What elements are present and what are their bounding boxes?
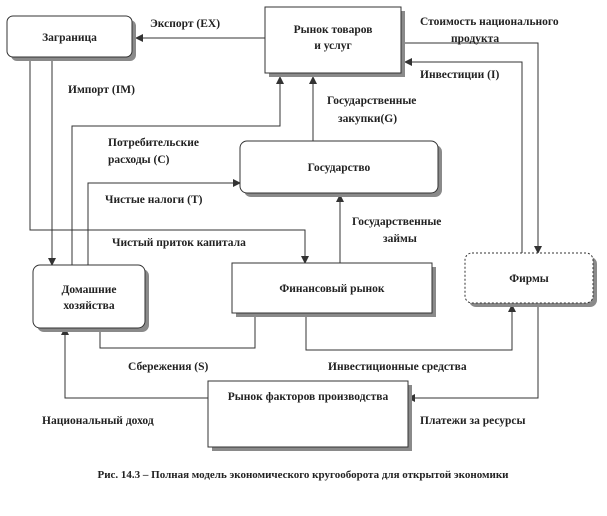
investment-label: Инвестиции (I): [420, 69, 499, 81]
node-factor-market: Рынок факторов производства: [207, 380, 412, 451]
node-households: Домашние хозяйства: [32, 264, 149, 332]
node-goods-market-label-2: и услуг: [314, 40, 351, 52]
node-government: Государство: [239, 140, 442, 197]
government-loans-label-2: займы: [383, 233, 417, 245]
node-goods-market-label-1: Рынок товаров: [294, 24, 373, 36]
import-label: Импорт (IM): [68, 84, 135, 96]
net-capital-inflow-label: Чистый приток капитала: [112, 237, 246, 249]
node-households-label-1: Домашние: [61, 284, 116, 296]
node-abroad: Заграница: [6, 15, 136, 61]
node-financial-market-label: Финансовый рынок: [279, 283, 385, 295]
consumer-spending-label-1: Потребительские: [108, 137, 199, 149]
node-abroad-label: Заграница: [42, 32, 97, 44]
consumer-spending-arrow: [71, 76, 284, 265]
government-purchases-label-2: закупки(G): [338, 113, 397, 125]
node-households-label-2: хозяйства: [63, 300, 114, 312]
investment-funds-arrow: [305, 304, 516, 351]
national-product-arrow: [405, 42, 542, 254]
government-purchases-label-1: Государственные: [327, 95, 416, 107]
national-product-label-2: продукта: [451, 33, 499, 45]
consumer-spending-label-2: расходы (C): [108, 154, 170, 166]
net-taxes-label: Чистые налоги (T): [105, 194, 203, 206]
export-label: Экспорт (EX): [150, 18, 220, 30]
node-factor-market-label: Рынок факторов производства: [228, 391, 389, 403]
node-goods-market: Рынок товаров и услуг: [264, 6, 405, 77]
national-income-label: Национальный доход: [42, 415, 154, 427]
resource-payments-label: Платежи за ресурсы: [420, 415, 526, 427]
savings-arrow: [99, 307, 259, 349]
national-income-arrow: [61, 327, 208, 399]
investment-funds-label: Инвестиционные средства: [328, 361, 467, 373]
figure-caption: Рис. 14.3 – Полная модель экономического…: [97, 469, 509, 481]
government-loans-label-1: Государственные: [352, 216, 441, 228]
resource-payments-arrow: [407, 305, 539, 402]
net-capital-inflow-arrow: [29, 60, 309, 264]
node-firms: Фирмы: [464, 252, 597, 307]
net-taxes-arrow: [87, 179, 241, 265]
node-financial-market: Финансовый рынок: [231, 262, 436, 317]
national-product-label-1: Стоимость национального: [420, 16, 559, 28]
savings-label: Сбережения (S): [128, 361, 209, 373]
investment-arrow: [404, 58, 523, 253]
node-firms-label: Фирмы: [509, 273, 549, 285]
node-government-label: Государство: [308, 162, 371, 174]
